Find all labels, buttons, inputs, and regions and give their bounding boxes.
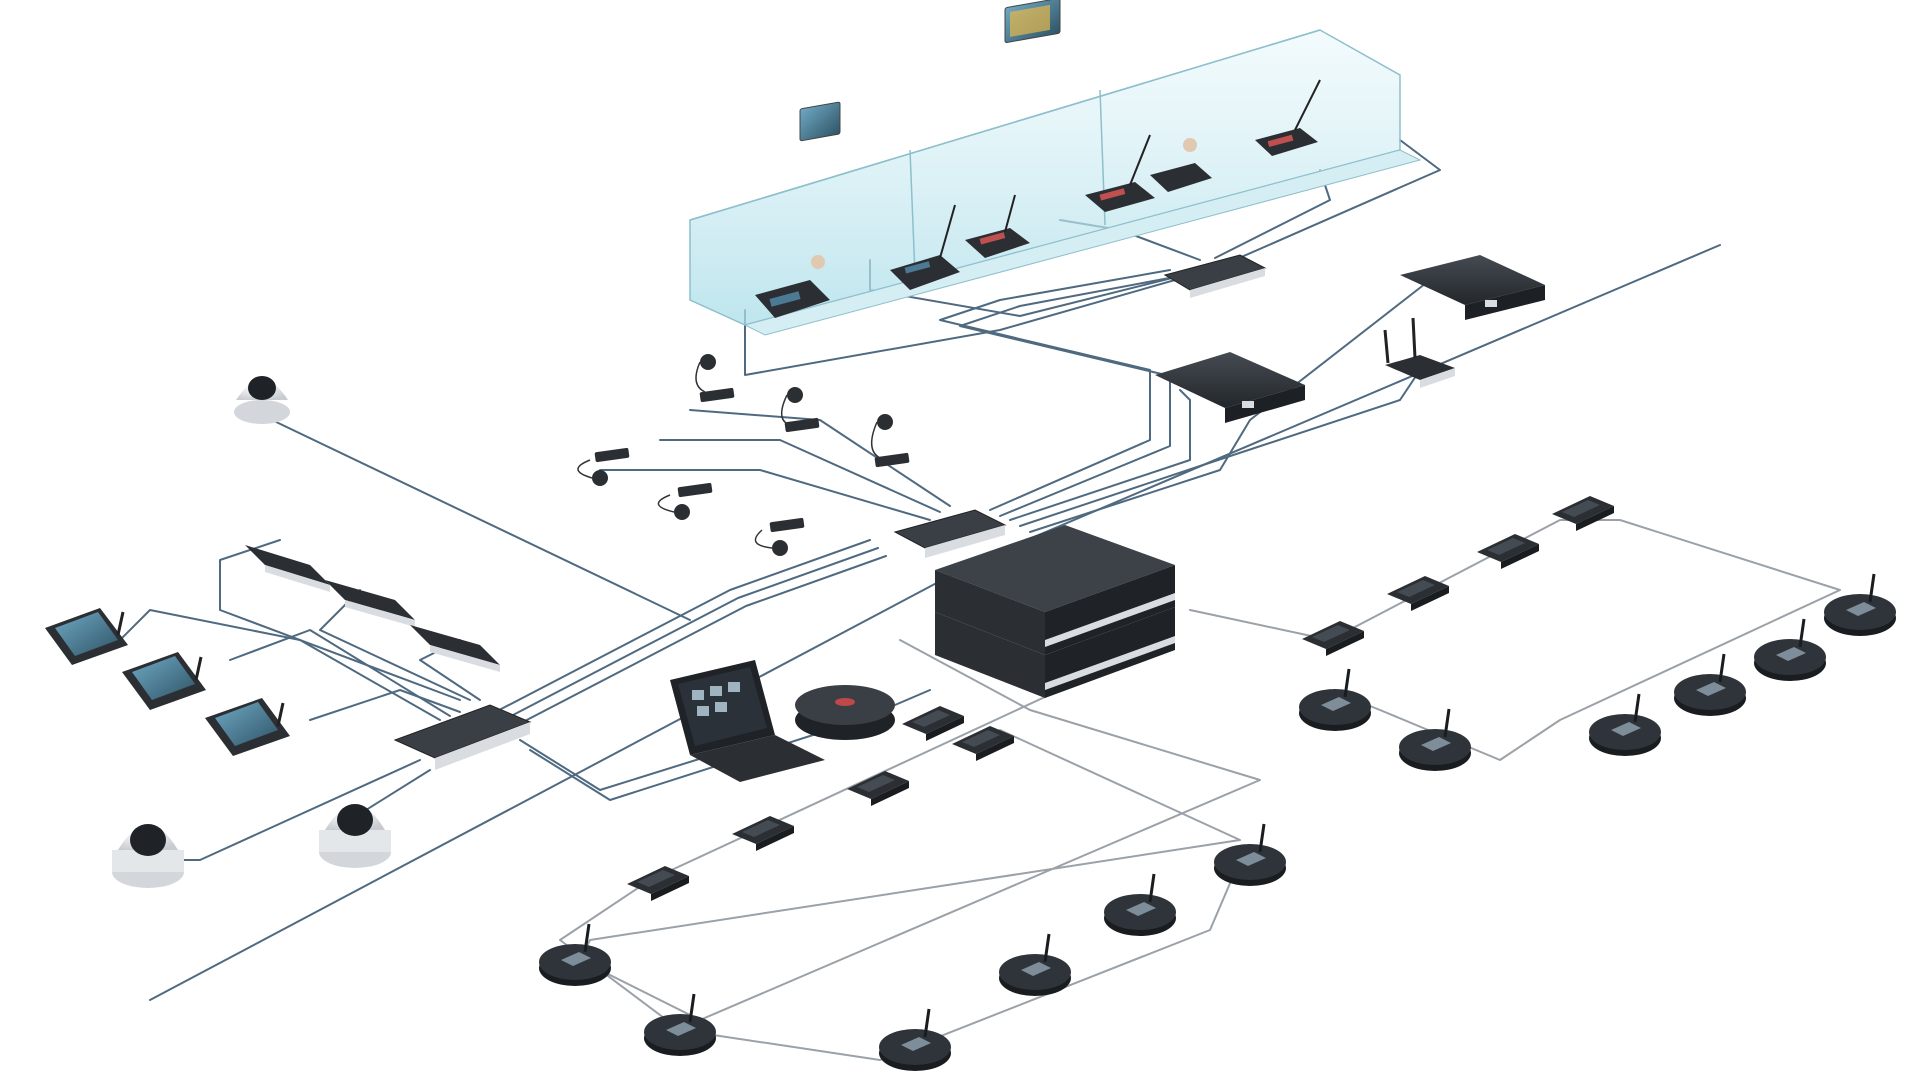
cable-camera-top [271, 419, 691, 621]
booth-network-switch [1163, 254, 1267, 298]
delegate-unit-icon [644, 993, 716, 1056]
pocket-receiver-icon [695, 354, 735, 403]
delegate-unit-icon [999, 933, 1071, 996]
speaker-bar-icon [245, 545, 330, 592]
delegate-unit-icon [539, 923, 611, 986]
interpreter-desk-icon [1085, 134, 1155, 212]
dome-camera-icon [112, 824, 184, 888]
cable-to-booth-switch-2 [959, 275, 1181, 517]
cable-to-booth-switch [939, 269, 1171, 511]
touchscreen-device-icon [205, 698, 290, 756]
interpreter-desk-icon [890, 204, 960, 290]
glass-booth-icon [689, 29, 1401, 326]
antenna-router-icon [1385, 355, 1455, 380]
black-box-icon [1155, 352, 1305, 408]
language-receivers [577, 354, 910, 556]
wireless-hub [795, 685, 895, 740]
cable-bundle-left-3 [495, 555, 887, 737]
cable-receivers [599, 469, 931, 521]
rack-server-icon [935, 607, 1175, 698]
delegate-unit-icon [1214, 823, 1286, 886]
wireless-delegate-unit-icon [1824, 573, 1896, 636]
wireless-delegate-unit-icon [1589, 693, 1661, 756]
wireless-delegate-unit-icon [1302, 621, 1364, 656]
pocket-receiver-icon [781, 387, 820, 433]
wireless-delegate-unit-icon [1387, 576, 1449, 611]
speaker-bar-icon [325, 580, 415, 627]
interpreter-desk-icon [1004, 0, 1061, 43]
booth-top-edge [689, 29, 1321, 221]
wireless-delegate-unit-icon [1674, 653, 1746, 716]
booth-divider-1 [909, 149, 916, 276]
booth-floor [743, 149, 1422, 336]
cable-wired-chain [579, 639, 1261, 1021]
interpreter-desk-icon [1255, 79, 1321, 156]
laptop [670, 660, 825, 782]
cable-receivers-2 [659, 439, 941, 513]
cable-left-devices [119, 609, 441, 721]
cable-booth-5 [1229, 139, 1441, 263]
central-control-units [935, 525, 1175, 698]
interpreter-booth-group [689, 29, 1422, 336]
rack-server-icon [935, 525, 1175, 655]
wireless-delegate-unit-icon [1552, 496, 1614, 531]
speaker-bar-icon [410, 625, 500, 672]
cable-booth-1 [744, 279, 1176, 376]
wireless-delegate-unit-icon [1399, 708, 1471, 771]
wireless-access-point [1383, 317, 1455, 388]
interpreter-desk-icon [755, 101, 841, 318]
media-processor-1 [1400, 255, 1545, 320]
delegate-unit-icon [732, 816, 794, 851]
cable-left-devices-2 [229, 629, 451, 717]
wireless-delegate-unit-icon [1299, 668, 1371, 731]
delegate-unit-icon [1104, 873, 1176, 936]
cable-to-ap [1019, 369, 1421, 527]
dome-camera-icon [234, 376, 290, 424]
interpreter-desk-icon [965, 194, 1030, 258]
cable-bundle-left-2 [487, 547, 879, 729]
pocket-receiver-icon [871, 414, 910, 468]
interpreter-desk-icon [1150, 138, 1212, 192]
media-processor-2 [1155, 352, 1305, 423]
interpreter-desks [755, 0, 1321, 318]
wireless-delegate-unit-icon [1754, 618, 1826, 681]
cable-receivers-3 [689, 409, 951, 507]
central-network-switch [893, 509, 1007, 558]
delegate-unit-icon [952, 726, 1014, 761]
touchscreen-device-icon [122, 652, 206, 710]
black-box-icon [1400, 255, 1545, 305]
wired-discussion-units [539, 706, 1286, 1071]
multimedia-devices [45, 608, 290, 756]
cable-bundle-left [479, 539, 871, 721]
loudspeaker-units [245, 545, 500, 672]
pocket-receiver-icon [577, 447, 630, 486]
dome-camera-icon [319, 804, 391, 868]
cable-left-devices-3 [309, 689, 461, 721]
delegate-unit-icon [627, 866, 689, 901]
delegate-unit-icon [847, 771, 909, 806]
wireless-discussion-units [1299, 496, 1896, 771]
left-network-switch [393, 704, 532, 770]
cable-to-media [1009, 389, 1191, 521]
touchscreen-device-icon [45, 608, 128, 665]
dome-cameras [112, 376, 391, 888]
cable-left-speakers [219, 539, 461, 701]
pocket-receiver-icon [754, 517, 805, 556]
delegate-unit-icon [902, 706, 964, 741]
wireless-delegate-unit-icon [1477, 534, 1539, 569]
delegate-unit-icon [879, 1008, 951, 1071]
pocket-receiver-icon [657, 482, 713, 520]
cable-to-media-2 [1029, 279, 1431, 533]
